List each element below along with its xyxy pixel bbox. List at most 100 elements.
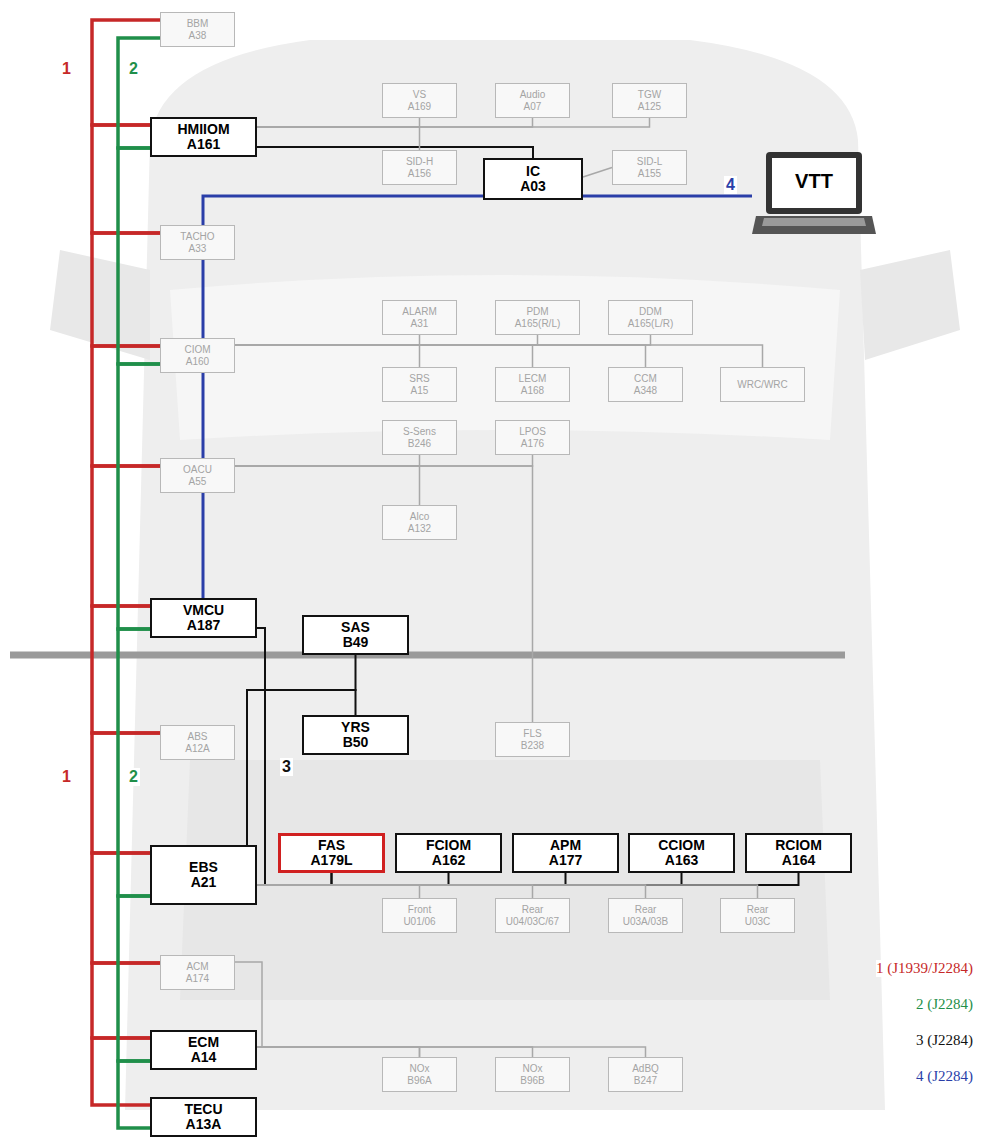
bus-connector bbox=[92, 963, 160, 1038]
unit-code: A163 bbox=[665, 853, 698, 868]
bus-connector bbox=[118, 896, 150, 1061]
unit-name: EBS bbox=[189, 860, 218, 875]
right-mirror bbox=[860, 250, 960, 360]
legend-entry: 2 (J2284) bbox=[916, 996, 973, 1013]
unit-name: Audio bbox=[520, 89, 546, 101]
bus-connector bbox=[118, 1061, 150, 1128]
bus-connector bbox=[257, 1047, 646, 1057]
unit-code: A125 bbox=[638, 101, 661, 113]
bus-connector bbox=[235, 335, 651, 345]
bus-connector bbox=[257, 885, 533, 898]
unit-name: PDM bbox=[526, 306, 548, 318]
unit-name: Rear bbox=[522, 904, 544, 916]
unit-code: A169 bbox=[408, 101, 431, 113]
bus-number: 4 bbox=[724, 176, 737, 194]
bus-connector bbox=[257, 885, 646, 898]
greyed-unit-box: BBMA38 bbox=[160, 12, 235, 47]
unit-name: Alco bbox=[410, 511, 429, 523]
greyed-unit-box: S-SensB246 bbox=[382, 420, 457, 455]
unit-code: U03C bbox=[745, 916, 771, 928]
bus-connector bbox=[257, 873, 449, 885]
unit-name: ABS bbox=[187, 731, 207, 743]
unit-code: A07 bbox=[524, 101, 542, 113]
control-unit-box: YRSB50 bbox=[302, 715, 409, 755]
unit-code: A12A bbox=[185, 743, 209, 755]
unit-code: A168 bbox=[521, 385, 544, 397]
greyed-unit-box: TACHOA33 bbox=[160, 225, 235, 260]
greyed-unit-box: FLSB238 bbox=[495, 722, 570, 757]
unit-name: Rear bbox=[747, 904, 769, 916]
unit-code: U04/03C/67 bbox=[506, 916, 559, 928]
greyed-unit-box: AlcoA132 bbox=[382, 505, 457, 540]
bus-connector bbox=[257, 118, 533, 127]
bus-number: 2 bbox=[127, 60, 140, 78]
bus-connector bbox=[235, 335, 538, 345]
unit-name: Front bbox=[408, 904, 431, 916]
unit-name: LPOS bbox=[519, 426, 546, 438]
bus-connector bbox=[235, 335, 420, 345]
greyed-unit-box: ACMA174 bbox=[160, 955, 235, 990]
unit-name: SID-H bbox=[406, 156, 433, 168]
greyed-unit-box: TGWA125 bbox=[612, 83, 687, 118]
unit-code: A179L bbox=[310, 853, 352, 868]
greyed-unit-box: WRC/WRC bbox=[720, 367, 805, 402]
unit-name: CCIOM bbox=[658, 838, 705, 853]
unit-name: AdBQ bbox=[632, 1063, 659, 1075]
control-unit-box: APMA177 bbox=[512, 833, 619, 873]
unit-code: A187 bbox=[187, 618, 220, 633]
control-unit-box: FASA179L bbox=[278, 833, 385, 873]
laptop-tool: VTT bbox=[752, 150, 877, 240]
unit-name: ACM bbox=[186, 961, 208, 973]
unit-name: S-Sens bbox=[403, 426, 436, 438]
unit-name: FAS bbox=[318, 838, 345, 853]
unit-code: A15 bbox=[411, 385, 429, 397]
unit-name: FCIOM bbox=[426, 838, 471, 853]
unit-code: A14 bbox=[191, 1050, 217, 1065]
unit-name: BBM bbox=[187, 18, 209, 30]
unit-code: U03A/03B bbox=[623, 916, 669, 928]
unit-code: A174 bbox=[186, 973, 209, 985]
bus-connector bbox=[257, 885, 758, 898]
greyed-unit-box: ABSA12A bbox=[160, 725, 235, 760]
unit-code: A155 bbox=[638, 168, 661, 180]
control-unit-box: EBSA21 bbox=[150, 845, 257, 905]
bus-connector bbox=[257, 885, 420, 898]
cab-outline bbox=[125, 40, 885, 1110]
unit-code: A348 bbox=[634, 385, 657, 397]
control-unit-box: VMCUA187 bbox=[150, 598, 257, 638]
greyed-unit-box: AdBQB247 bbox=[608, 1057, 683, 1092]
greyed-unit-box: NOxB96A bbox=[382, 1057, 457, 1092]
unit-code: A176 bbox=[521, 438, 544, 450]
bus-connector bbox=[203, 196, 752, 598]
greyed-unit-box: VSA169 bbox=[382, 83, 457, 118]
bus-connector bbox=[257, 118, 420, 127]
bus-connector bbox=[235, 455, 420, 466]
unit-code: A132 bbox=[408, 523, 431, 535]
unit-name: SRS bbox=[409, 373, 430, 385]
unit-name: CIOM bbox=[184, 344, 210, 356]
laptop-screen-frame bbox=[766, 152, 862, 214]
greyed-unit-box: OACUA55 bbox=[160, 458, 235, 493]
unit-name: Rear bbox=[635, 904, 657, 916]
unit-name: NOx bbox=[523, 1063, 543, 1075]
unit-name: LECM bbox=[519, 373, 547, 385]
grille bbox=[180, 760, 830, 1000]
unit-code: B238 bbox=[521, 740, 544, 752]
greyed-unit-box: LECMA168 bbox=[495, 367, 570, 402]
unit-name: HMIIOM bbox=[177, 122, 229, 137]
unit-name: IC bbox=[526, 164, 540, 179]
bus-connector bbox=[118, 364, 160, 629]
unit-code: A161 bbox=[187, 137, 220, 152]
bus-connector bbox=[235, 345, 646, 367]
unit-code: A165(R/L) bbox=[515, 318, 561, 330]
unit-name: SID-L bbox=[637, 156, 663, 168]
unit-name: CCM bbox=[634, 373, 657, 385]
unit-name: DDM bbox=[639, 306, 662, 318]
greyed-unit-box: LPOSA176 bbox=[495, 420, 570, 455]
bus-number: 3 bbox=[280, 758, 293, 776]
unit-name: ECM bbox=[188, 1035, 219, 1050]
greyed-unit-box: CCMA348 bbox=[608, 367, 683, 402]
unit-code: B96B bbox=[520, 1075, 544, 1087]
unit-name: APM bbox=[550, 838, 581, 853]
